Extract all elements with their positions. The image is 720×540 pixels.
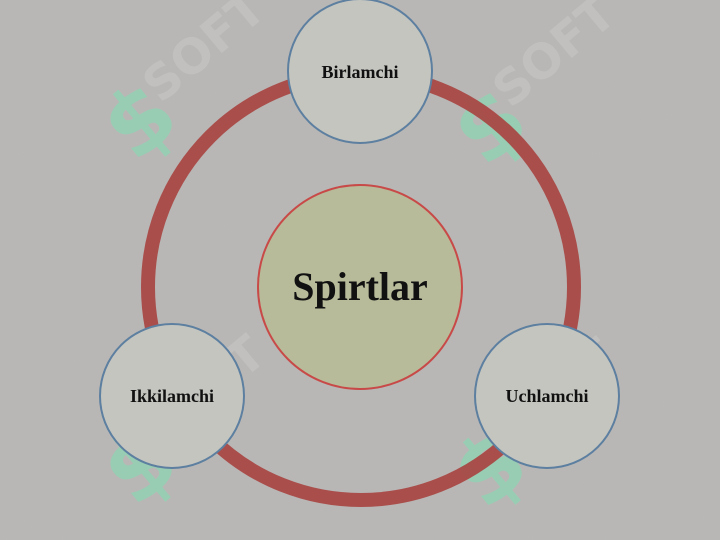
node-ikkilamchi-circle	[99, 323, 245, 469]
node-birlamchi-circle	[287, 0, 433, 144]
node-ikkilamchi-label: Ikkilamchi	[130, 386, 214, 406]
node-birlamchi-label: Birlamchi	[322, 62, 399, 82]
node-uchlamchi: Uchlamchi	[474, 323, 620, 469]
node-birlamchi: Birlamchi	[287, 0, 433, 144]
center-node: Spirtlar	[257, 184, 463, 390]
center-node-label: Spirtlar	[292, 264, 428, 309]
center-node-circle	[257, 184, 463, 390]
node-ikkilamchi: Ikkilamchi	[99, 323, 245, 469]
node-uchlamchi-label: Uchlamchi	[506, 386, 589, 406]
node-uchlamchi-circle	[474, 323, 620, 469]
